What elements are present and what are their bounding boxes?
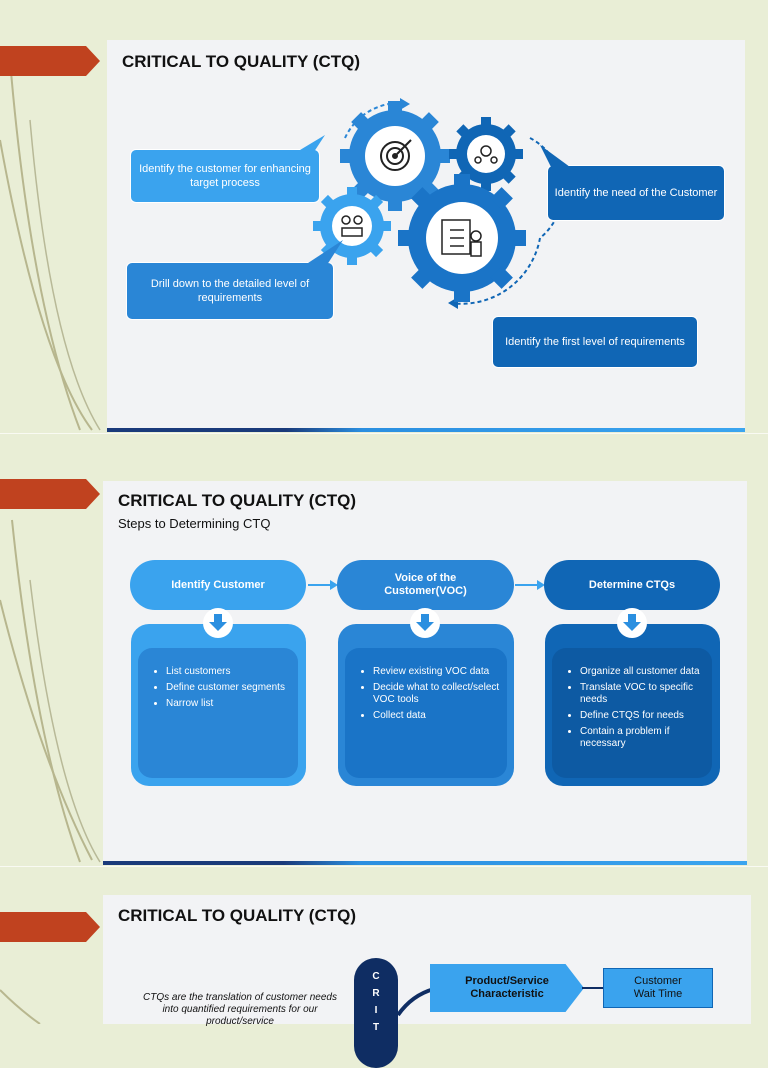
dashed-arrow-arc — [344, 101, 401, 139]
gear-icon — [398, 174, 526, 302]
slide-2-title: CRITICAL TO QUALITY (CTQ) — [118, 491, 356, 510]
bubble-identify-need: Identify the need of the Customer — [547, 165, 725, 221]
list-item: Define customer segments — [166, 682, 298, 694]
slide-separator — [0, 433, 768, 434]
arrow-down-icon — [617, 608, 647, 638]
ctq-definition: CTQs are the translation of customer nee… — [143, 992, 337, 1027]
slide-separator — [0, 866, 768, 867]
slide-tag — [0, 46, 100, 76]
product-service-box: Product/Service Characteristic — [430, 964, 584, 1012]
slide-1-rule — [107, 428, 745, 432]
bubble-first-level: Identify the first level of requirements — [492, 316, 698, 368]
arrow-right-icon — [308, 580, 338, 590]
team-meeting-icon — [341, 215, 363, 237]
step-label: Voice of the Customer(VOC) — [384, 572, 467, 597]
gear-icon — [313, 187, 391, 265]
arrow-right-icon — [515, 580, 545, 590]
slide-1-title: CRITICAL TO QUALITY (CTQ) — [122, 52, 360, 71]
product-service-text: Product/Service Characteristic — [465, 975, 549, 1000]
gear-icon — [340, 101, 450, 211]
list-item: Translate VOC to specific needs — [580, 682, 712, 706]
bubble-pointer — [540, 145, 570, 173]
list-item: Collect data — [373, 710, 507, 722]
checklist-person-icon — [441, 219, 482, 257]
bubble-identify-customer: Identify the customer for enhancing targ… — [130, 149, 320, 203]
step-voice-of-customer: Voice of the Customer(VOC) — [337, 560, 514, 610]
step-items: Organize all customer data Translate VOC… — [552, 648, 712, 778]
bubble-drill-down-text: Drill down to the detailed level of requ… — [150, 278, 310, 304]
list-item: Review existing VOC data — [373, 666, 507, 678]
customer-wait-time-text: Customer Wait Time — [633, 975, 683, 1000]
list-item: Organize all customer data — [580, 666, 712, 678]
gear-icon — [449, 117, 523, 191]
dashed-arrow-arc — [529, 137, 560, 239]
background-decoration — [0, 59, 101, 1024]
crit-pill: C R I T — [354, 958, 398, 1068]
slide-tag — [0, 479, 100, 509]
step-label: Determine CTQs — [588, 578, 676, 591]
step-determine-ctqs: Determine CTQs — [544, 560, 720, 610]
bubble-identify-customer-text: Identify the customer for enhancing targ… — [139, 163, 311, 189]
step-items: List customers Define customer segments … — [138, 648, 298, 778]
crit-letter: R — [372, 988, 380, 999]
step-identify-customer: Identify Customer — [130, 560, 306, 610]
crit-letter: I — [374, 1005, 378, 1016]
bubble-pointer — [305, 240, 343, 268]
customer-wait-time-box: Customer Wait Time — [603, 968, 713, 1008]
slide-2-rule — [103, 861, 747, 865]
gears-diagram — [313, 98, 560, 309]
dashed-arrow-arc — [449, 237, 541, 305]
bubble-pointer — [300, 135, 325, 158]
list-item: Narrow list — [166, 698, 298, 710]
list-item: Define CTQS for needs — [580, 710, 712, 722]
step-items: Review existing VOC data Decide what to … — [345, 648, 507, 778]
slide-tag — [0, 912, 100, 942]
slide-3-title: CRITICAL TO QUALITY (CTQ) — [118, 906, 356, 925]
arrow-right-icon — [400, 98, 410, 110]
bubble-drill-down: Drill down to the detailed level of requ… — [126, 262, 334, 320]
bubble-identify-need-text: Identify the need of the Customer — [554, 187, 718, 199]
slide-2-subtitle: Steps to Determining CTQ — [118, 516, 271, 531]
step-label: Identify Customer — [171, 578, 265, 591]
target-icon — [380, 139, 412, 171]
arrow-down-icon — [410, 608, 440, 638]
arrow-down-icon — [203, 608, 233, 638]
team-idea-icon — [474, 145, 498, 164]
list-item: List customers — [166, 666, 298, 678]
list-item: Decide what to collect/select VOC tools — [373, 682, 507, 706]
bubble-first-level-text: Identify the first level of requirements — [505, 336, 685, 348]
list-item: Contain a problem if necessary — [580, 726, 712, 750]
crit-letter: T — [372, 1022, 380, 1033]
connector-line — [582, 987, 604, 989]
crit-letter: C — [372, 971, 380, 982]
